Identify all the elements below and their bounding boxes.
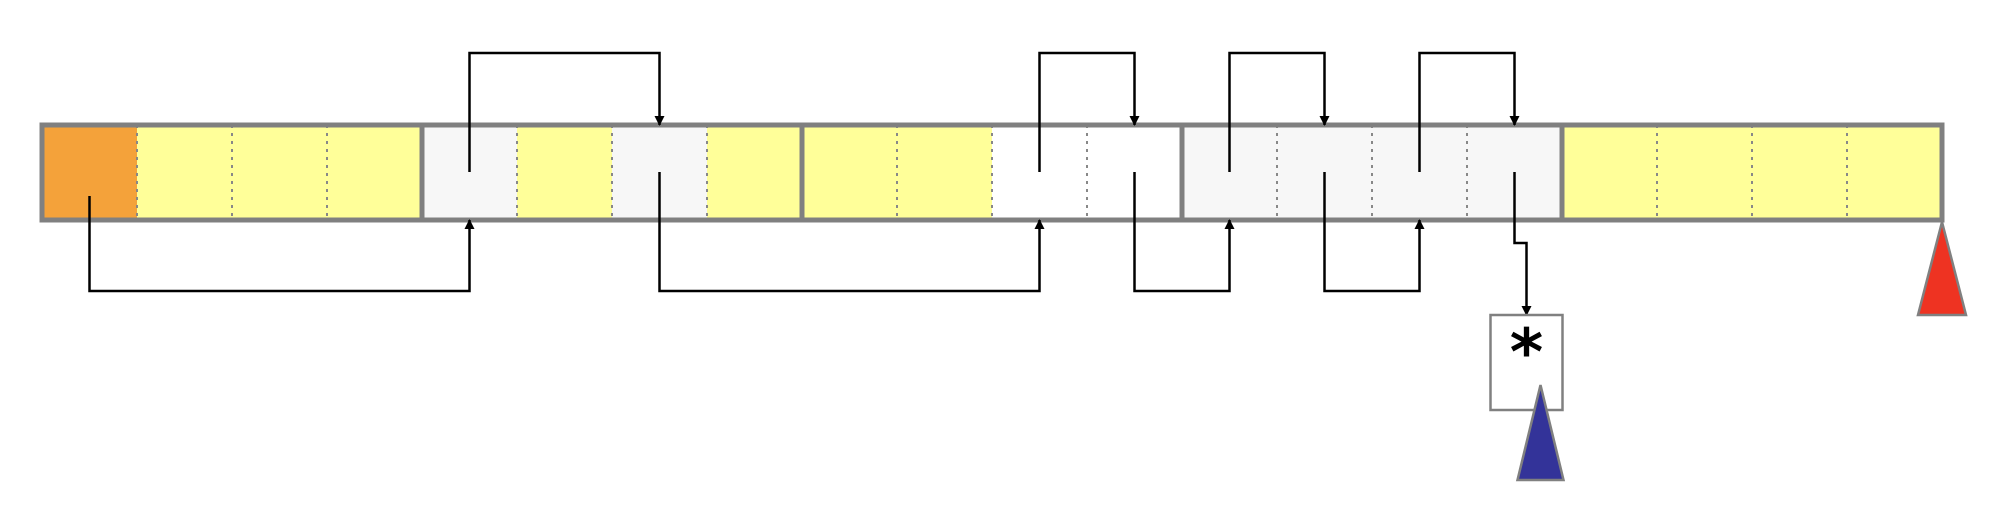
terminator-symbol: * — [1510, 317, 1543, 391]
block-5 — [1559, 122, 1945, 223]
memory-blocks — [39, 122, 1945, 223]
pointer-arrow — [1133, 172, 1235, 293]
memory-cell-used — [707, 125, 802, 220]
memory-cell-used — [897, 125, 992, 220]
memory-cell-used — [1562, 125, 1657, 220]
pointer-arrow — [1513, 172, 1532, 316]
pointer-arrow — [468, 51, 665, 172]
memory-cell-used — [517, 125, 612, 220]
blue-triangle-icon — [1515, 384, 1566, 482]
pointer-arrow — [1038, 51, 1140, 172]
pointer-arrow — [1418, 51, 1520, 172]
pointer-links — [88, 51, 1532, 316]
pointer-arrow — [658, 172, 1045, 293]
memory-cell-used — [1847, 125, 1942, 220]
memory-cell-used — [1752, 125, 1847, 220]
null-terminator: * — [1489, 313, 1564, 412]
pointer-arrow — [1323, 172, 1425, 293]
terminator-box — [1489, 313, 1564, 412]
memory-cell-used — [802, 125, 897, 220]
memory-cell-used — [137, 125, 232, 220]
pointer-arrow — [88, 196, 475, 293]
memory-cell-used — [1657, 125, 1752, 220]
pointer-arrow — [1228, 51, 1330, 172]
memory-cell-used — [232, 125, 327, 220]
memory-cell-used — [327, 125, 422, 220]
red-triangle-icon — [1916, 221, 1968, 317]
